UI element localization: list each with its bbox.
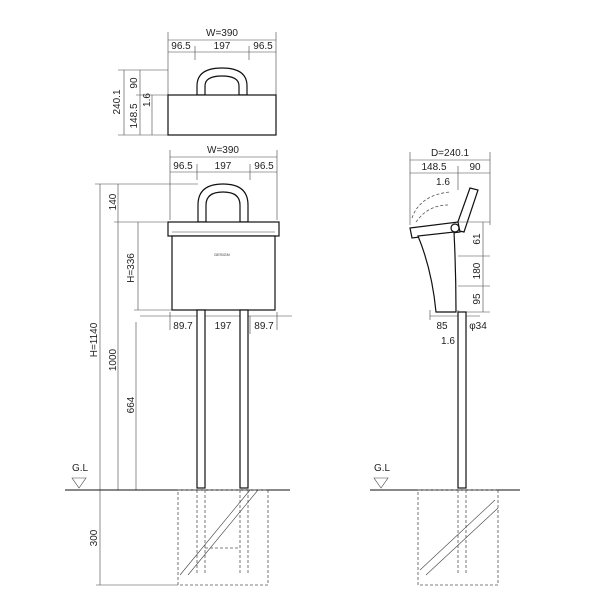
- handle-front-shape: [197, 183, 249, 223]
- front-dim-mid: 1000: [108, 348, 119, 371]
- front-ground-label: G.L: [72, 463, 89, 474]
- front-bottom-mid: 197: [215, 321, 232, 332]
- top-seg-left: 96.5: [171, 41, 191, 52]
- side-seg-left: 148.5: [421, 162, 446, 173]
- front-dim-box: H=336: [126, 253, 137, 283]
- post-right: [239, 309, 249, 489]
- front-seg-left: 96.5: [173, 161, 193, 172]
- side-dim-bottom: 95: [472, 293, 483, 305]
- top-seg-right: 96.5: [253, 41, 273, 52]
- front-bottom-left: 89.7: [173, 321, 193, 332]
- front-dim-post: 664: [126, 396, 137, 413]
- side-depth-label: D=240.1: [431, 148, 470, 159]
- top-height-total: 240.1: [112, 89, 123, 114]
- box-front-shape: [171, 235, 276, 311]
- front-view: W=390 96.5 197 96.5 DESIGN 89.7 197 89.7: [65, 145, 292, 586]
- side-seg-right: 90: [469, 162, 481, 173]
- footing-front: [177, 489, 269, 586]
- top-width-label: W=390: [206, 28, 238, 39]
- top-seg-mid: 197: [214, 41, 231, 52]
- handle-side-shape: [454, 187, 479, 233]
- handle-plan-shape: [196, 67, 248, 96]
- top-height-top: 90: [129, 77, 140, 89]
- side-ground-label: G.L: [374, 463, 391, 474]
- brand-label: DESIGN: [214, 252, 229, 257]
- lid-side-shape: [409, 221, 461, 239]
- side-bottom-thin: 1.6: [441, 336, 455, 347]
- top-height-body: 148.5: [129, 103, 140, 128]
- front-seg-right: 96.5: [254, 161, 274, 172]
- box-side-shape: [417, 231, 457, 313]
- box-plan-shape: [167, 94, 277, 136]
- side-bottom-left: 85: [436, 321, 448, 332]
- post-left: [196, 309, 206, 489]
- front-dim-handle: 140: [108, 193, 119, 210]
- lid-shape: [167, 221, 280, 237]
- front-width-label: W=390: [207, 145, 239, 156]
- front-dim-total: H=1140: [89, 322, 100, 357]
- front-seg-mid: 197: [215, 161, 232, 172]
- side-thin: 1.6: [436, 177, 450, 188]
- side-bottom-right: φ34: [469, 321, 487, 332]
- top-height-thin: 1.6: [142, 93, 153, 107]
- top-view: W=390 96.5 197 96.5 240.1 90 148.5 1.6: [112, 28, 277, 136]
- front-bottom-right: 89.7: [254, 321, 274, 332]
- side-dim-top: 61: [472, 233, 483, 245]
- side-view: D=240.1 148.5 90 1.6 61 180 95 85 φ34 1.…: [370, 148, 520, 586]
- front-dim-embed: 300: [89, 529, 100, 546]
- side-dim-mid: 180: [472, 262, 483, 279]
- post-side: [457, 311, 467, 489]
